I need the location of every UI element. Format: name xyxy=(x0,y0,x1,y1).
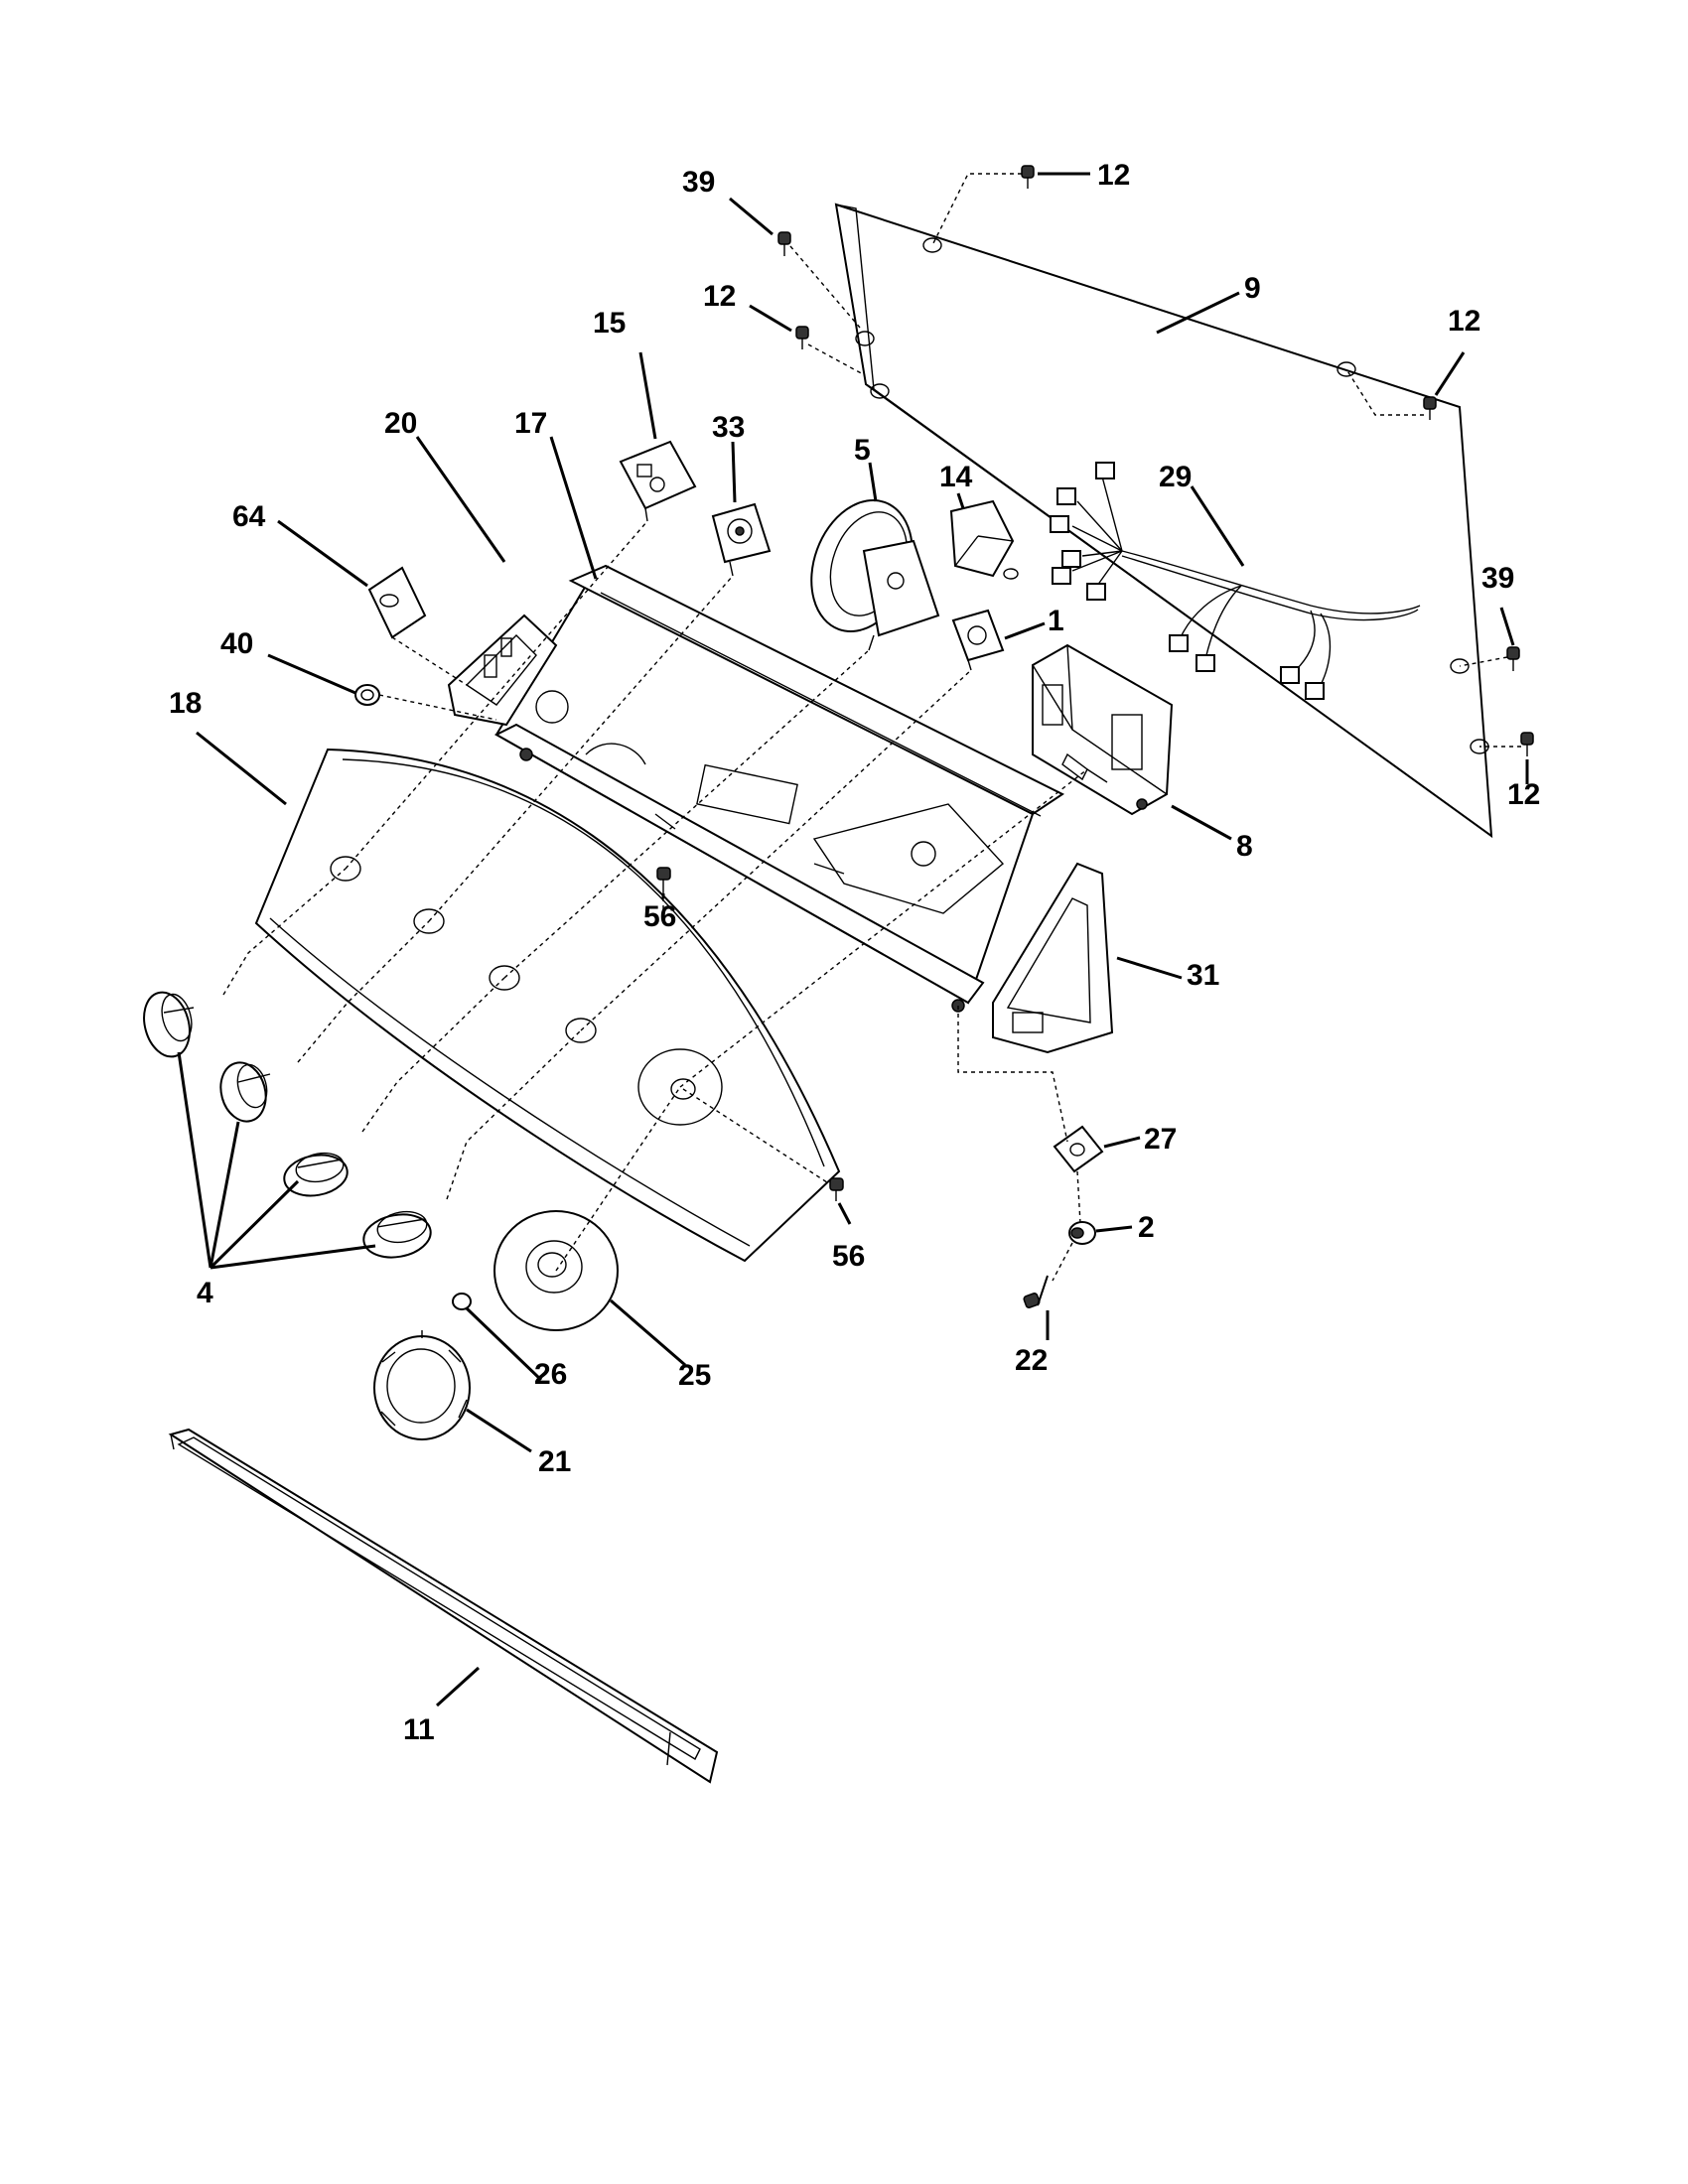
rear-cover-panel xyxy=(834,203,1493,839)
label-5: 5 xyxy=(854,434,871,467)
timer-knob-part-21 xyxy=(373,1330,471,1440)
label-27: 27 xyxy=(1144,1123,1177,1156)
label-29: 29 xyxy=(1159,461,1192,493)
selector-switch-part-5 xyxy=(810,499,940,651)
spacer-part-2 xyxy=(1068,1221,1096,1245)
screw-12-left xyxy=(795,326,809,349)
label-20: 20 xyxy=(384,407,417,440)
label-21: 21 xyxy=(538,1445,571,1478)
label-9: 9 xyxy=(1244,272,1261,305)
label-25: 25 xyxy=(678,1359,711,1392)
screw-39-right xyxy=(1506,646,1520,671)
label-1: 1 xyxy=(1048,605,1064,637)
label-8: 8 xyxy=(1236,830,1253,863)
label-12-top: 12 xyxy=(1097,159,1130,192)
timer-part-8 xyxy=(1032,643,1174,816)
rotary-switch-part-33 xyxy=(711,502,772,577)
component-part-14 xyxy=(949,499,1019,580)
label-31: 31 xyxy=(1187,959,1219,992)
label-26: 26 xyxy=(534,1358,567,1391)
label-22: 22 xyxy=(1015,1344,1048,1377)
label-56-right: 56 xyxy=(832,1240,865,1273)
label-12-left: 12 xyxy=(703,280,736,313)
label-12-bottom-right: 12 xyxy=(1507,778,1540,811)
screw-12-bottom-right xyxy=(1520,732,1534,756)
knob-4 xyxy=(362,1210,432,1259)
screw-12-top xyxy=(1021,165,1035,189)
part-64-cover xyxy=(367,566,427,639)
label-4: 4 xyxy=(197,1277,213,1309)
label-2: 2 xyxy=(1138,1211,1155,1244)
screw-39-top xyxy=(777,231,791,256)
washer-part-26 xyxy=(452,1293,472,1310)
label-11: 11 xyxy=(403,1713,435,1746)
label-18: 18 xyxy=(169,687,202,720)
label-15: 15 xyxy=(593,307,626,340)
screw-part-22 xyxy=(1023,1275,1049,1308)
label-17: 17 xyxy=(514,407,547,440)
wiring-harness xyxy=(1050,462,1421,700)
label-33: 33 xyxy=(712,411,745,444)
label-14: 14 xyxy=(939,461,973,493)
relay-part-1 xyxy=(951,609,1005,671)
screw-56-right xyxy=(829,1177,844,1201)
label-56-middle: 56 xyxy=(643,900,676,933)
left-end-cap-part-20 xyxy=(447,614,558,727)
bracket-part-27 xyxy=(1053,1125,1104,1173)
trim-strip-part-11 xyxy=(168,1428,719,1784)
label-39-top: 39 xyxy=(682,166,715,199)
screw-56-middle xyxy=(656,867,671,889)
label-64: 64 xyxy=(232,500,266,533)
label-39-right: 39 xyxy=(1481,562,1514,595)
knob-2 xyxy=(219,1061,271,1123)
front-console-panel-part-18 xyxy=(254,748,841,1263)
switch-part-15 xyxy=(619,440,697,522)
part-40-plug xyxy=(354,684,380,706)
label-12-right: 12 xyxy=(1448,305,1480,338)
label-40: 40 xyxy=(220,627,253,660)
knob-3 xyxy=(283,1152,349,1197)
knob-1 xyxy=(143,991,195,1058)
console-panel-part-17 xyxy=(493,564,1064,1013)
right-end-cap-part-31 xyxy=(992,862,1114,1054)
screw-12-right xyxy=(1423,396,1437,420)
